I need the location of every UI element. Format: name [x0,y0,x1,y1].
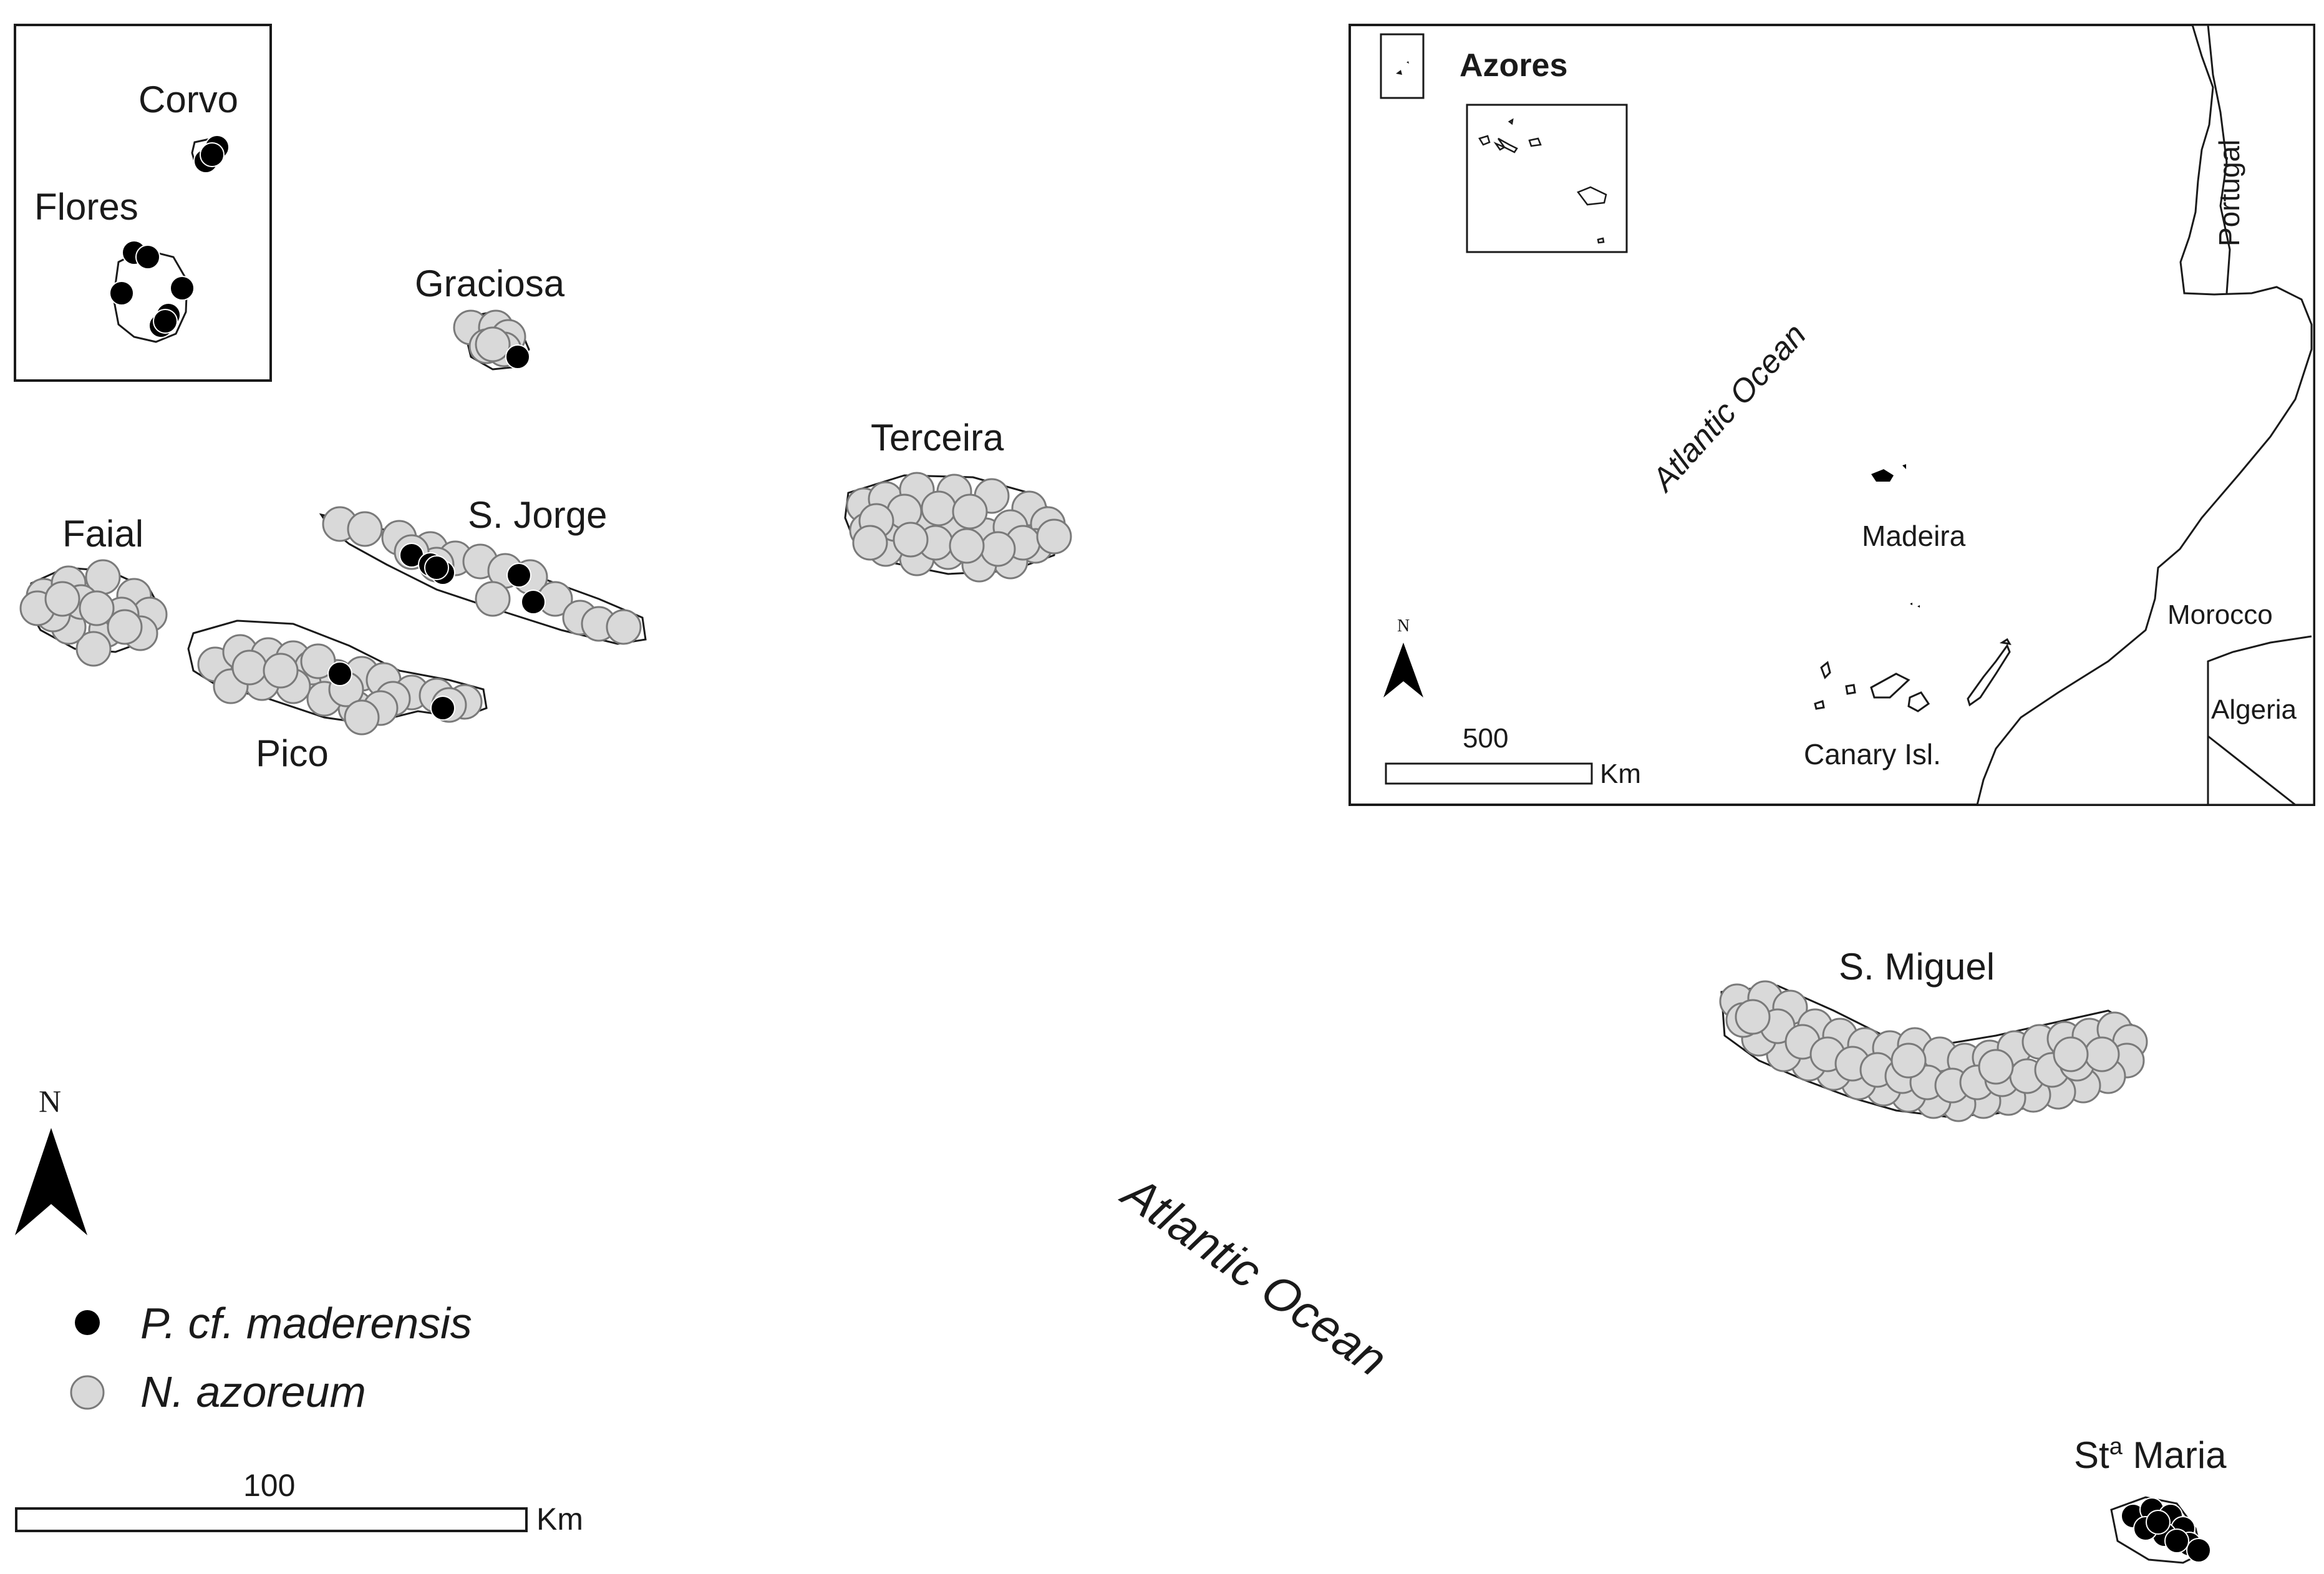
n-azoreum-point [75,631,112,667]
p-maderensis-point [153,309,178,334]
p-maderensis-point [135,245,160,270]
label-sta-maria-main: St [2074,1434,2109,1476]
ocean-label: Atlantic Ocean [1111,1165,1397,1386]
n-azoreum-point [893,522,929,558]
label-s-jorge: S. Jorge [468,494,607,536]
n-azoreum-point [347,511,383,547]
inset-north-arrow-icon [1383,643,1423,697]
p-maderensis-point [2146,1510,2171,1535]
n-azoreum-point [107,609,143,645]
inset-scale-value: 500 [1463,723,1508,754]
p-maderensis-points [109,135,2211,1563]
north-label: N [39,1084,61,1119]
canary-islands [1814,638,2012,712]
p-maderensis-point [521,590,546,615]
iberia-africa-mainland [1976,24,2315,806]
inset-north-label: N [1397,616,1410,636]
label-s-miguel: S. Miguel [1839,946,1995,988]
inset-portugal-label: Portugal [2213,140,2245,246]
inset-canary-label: Canary Isl. [1804,738,1941,770]
label-terceira: Terceira [871,417,1004,459]
n-azoreum-point [606,609,642,645]
p-maderensis-point [2164,1528,2189,1553]
north-arrow-icon [15,1128,87,1235]
n-azoreum-point [921,490,957,527]
label-graciosa: Graciosa [415,263,565,304]
n-azoreum-point [300,643,336,679]
p-maderensis-point [505,344,530,369]
inset-morocco-label: Morocco [2167,600,2273,630]
n-azoreum-point [1735,999,1771,1035]
scale-bar [15,1507,528,1532]
inset-scale-unit: Km [1600,759,1641,789]
inset-algeria-label: Algeria [2211,694,2297,725]
algeria-border-diagonal [2207,735,2296,806]
legend-label-p-maderensis: P. cf. maderensis [140,1299,472,1348]
p-maderensis-point [170,276,195,301]
n-azoreum-point [952,493,988,530]
n-azoreum-point [475,326,511,362]
label-flores: Flores [34,186,138,228]
n-azoreum-point [231,649,268,686]
azores-zoom-islands [1478,118,1607,244]
p-maderensis-point [200,142,225,167]
legend-symbol-p-maderensis [75,1310,100,1335]
label-sta-maria: Sta Maria [2074,1434,2227,1476]
n-azoreum-point [2053,1036,2089,1072]
p-maderensis-point [109,281,134,306]
inset-azores-label: Azores [1460,47,1567,84]
p-maderensis-point [2186,1538,2211,1563]
label-sta-maria-superscript: a [2109,1434,2123,1460]
n-azoreum-point [263,653,299,689]
p-maderensis-point [424,555,449,580]
n-azoreum-point [344,699,380,736]
inset-madeira-label: Madeira [1862,520,1966,552]
madeira-island [1871,464,1906,482]
n-azoreum-points [19,309,2148,1122]
n-azoreum-point [475,581,511,617]
morocco-algeria-border [2207,635,2312,805]
label-corvo: Corvo [138,79,238,120]
n-azoreum-point [2084,1036,2120,1072]
legend-label-n-azoreum: N. azoreum [140,1368,366,1416]
label-pico: Pico [256,732,329,774]
n-azoreum-point [852,525,888,561]
savage-islands [1910,603,1920,608]
azores-zoom-box [1466,104,1628,253]
scale-bar-unit: Km [536,1502,583,1537]
n-azoreum-point [1978,1049,2014,1085]
portugal-border [2207,24,2231,294]
n-azoreum-point [949,528,985,564]
locator-inset: Azores Madeira Canary Isl. Atlantic Ocea… [1348,24,2315,806]
n-azoreum-point [980,531,1016,567]
azores-small-box [1380,33,1425,99]
legend-symbol-n-azoreum [70,1375,105,1410]
scale-bar-value: 100 [243,1468,295,1503]
p-maderensis-point [430,696,455,721]
label-faial: Faial [62,513,143,555]
azores-small-islands [1396,61,1409,75]
n-azoreum-point [44,581,80,617]
p-maderensis-point [506,563,531,588]
inset-scale-bar [1385,762,1593,785]
n-azoreum-point [1036,518,1072,555]
n-azoreum-point [1891,1042,1927,1079]
n-azoreum-point [79,590,115,626]
p-maderensis-point [327,661,352,686]
label-sta-maria-tail: Maria [2123,1434,2227,1476]
